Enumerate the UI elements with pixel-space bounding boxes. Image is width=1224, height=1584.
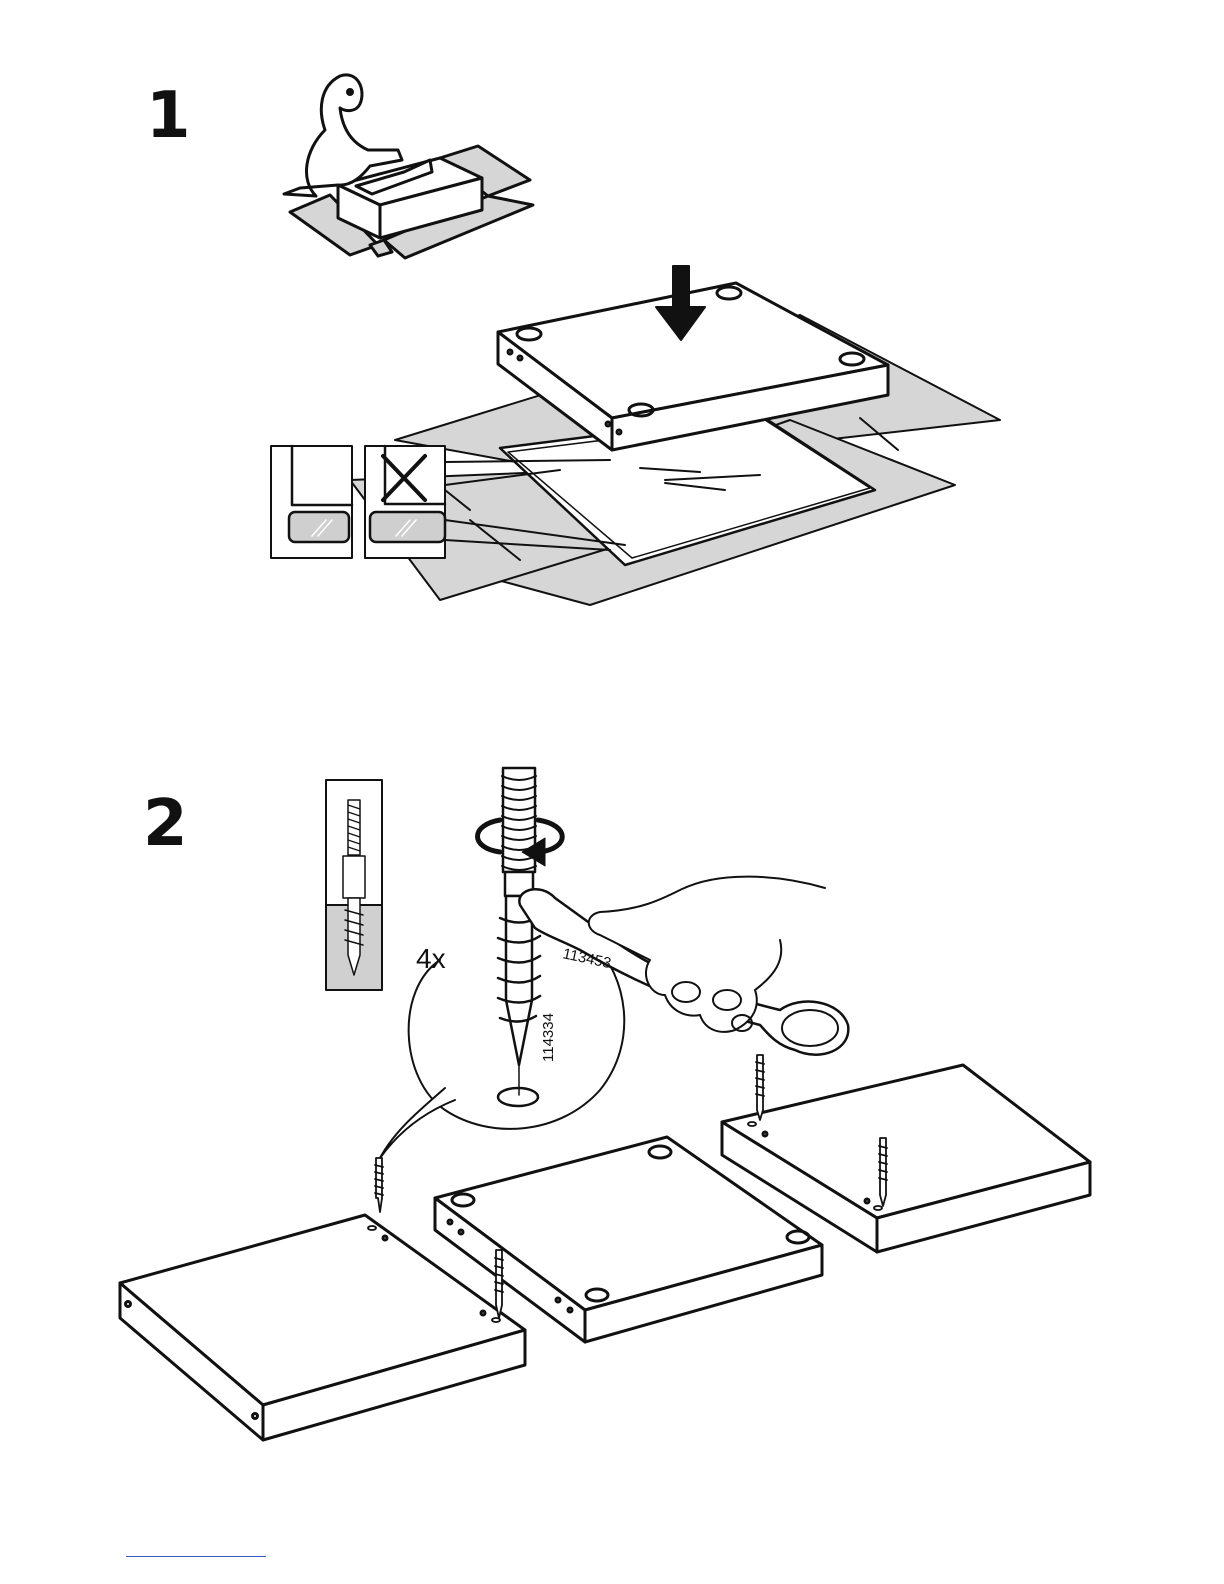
person-unpacking-icon (284, 75, 533, 258)
bolt-detail-box (326, 780, 382, 990)
bolt-part-number: 114334 (540, 1013, 557, 1062)
footer-link-underline (126, 1556, 266, 1557)
quantity-label: 4x (416, 943, 446, 974)
magnified-detail-bubble (380, 945, 624, 1158)
